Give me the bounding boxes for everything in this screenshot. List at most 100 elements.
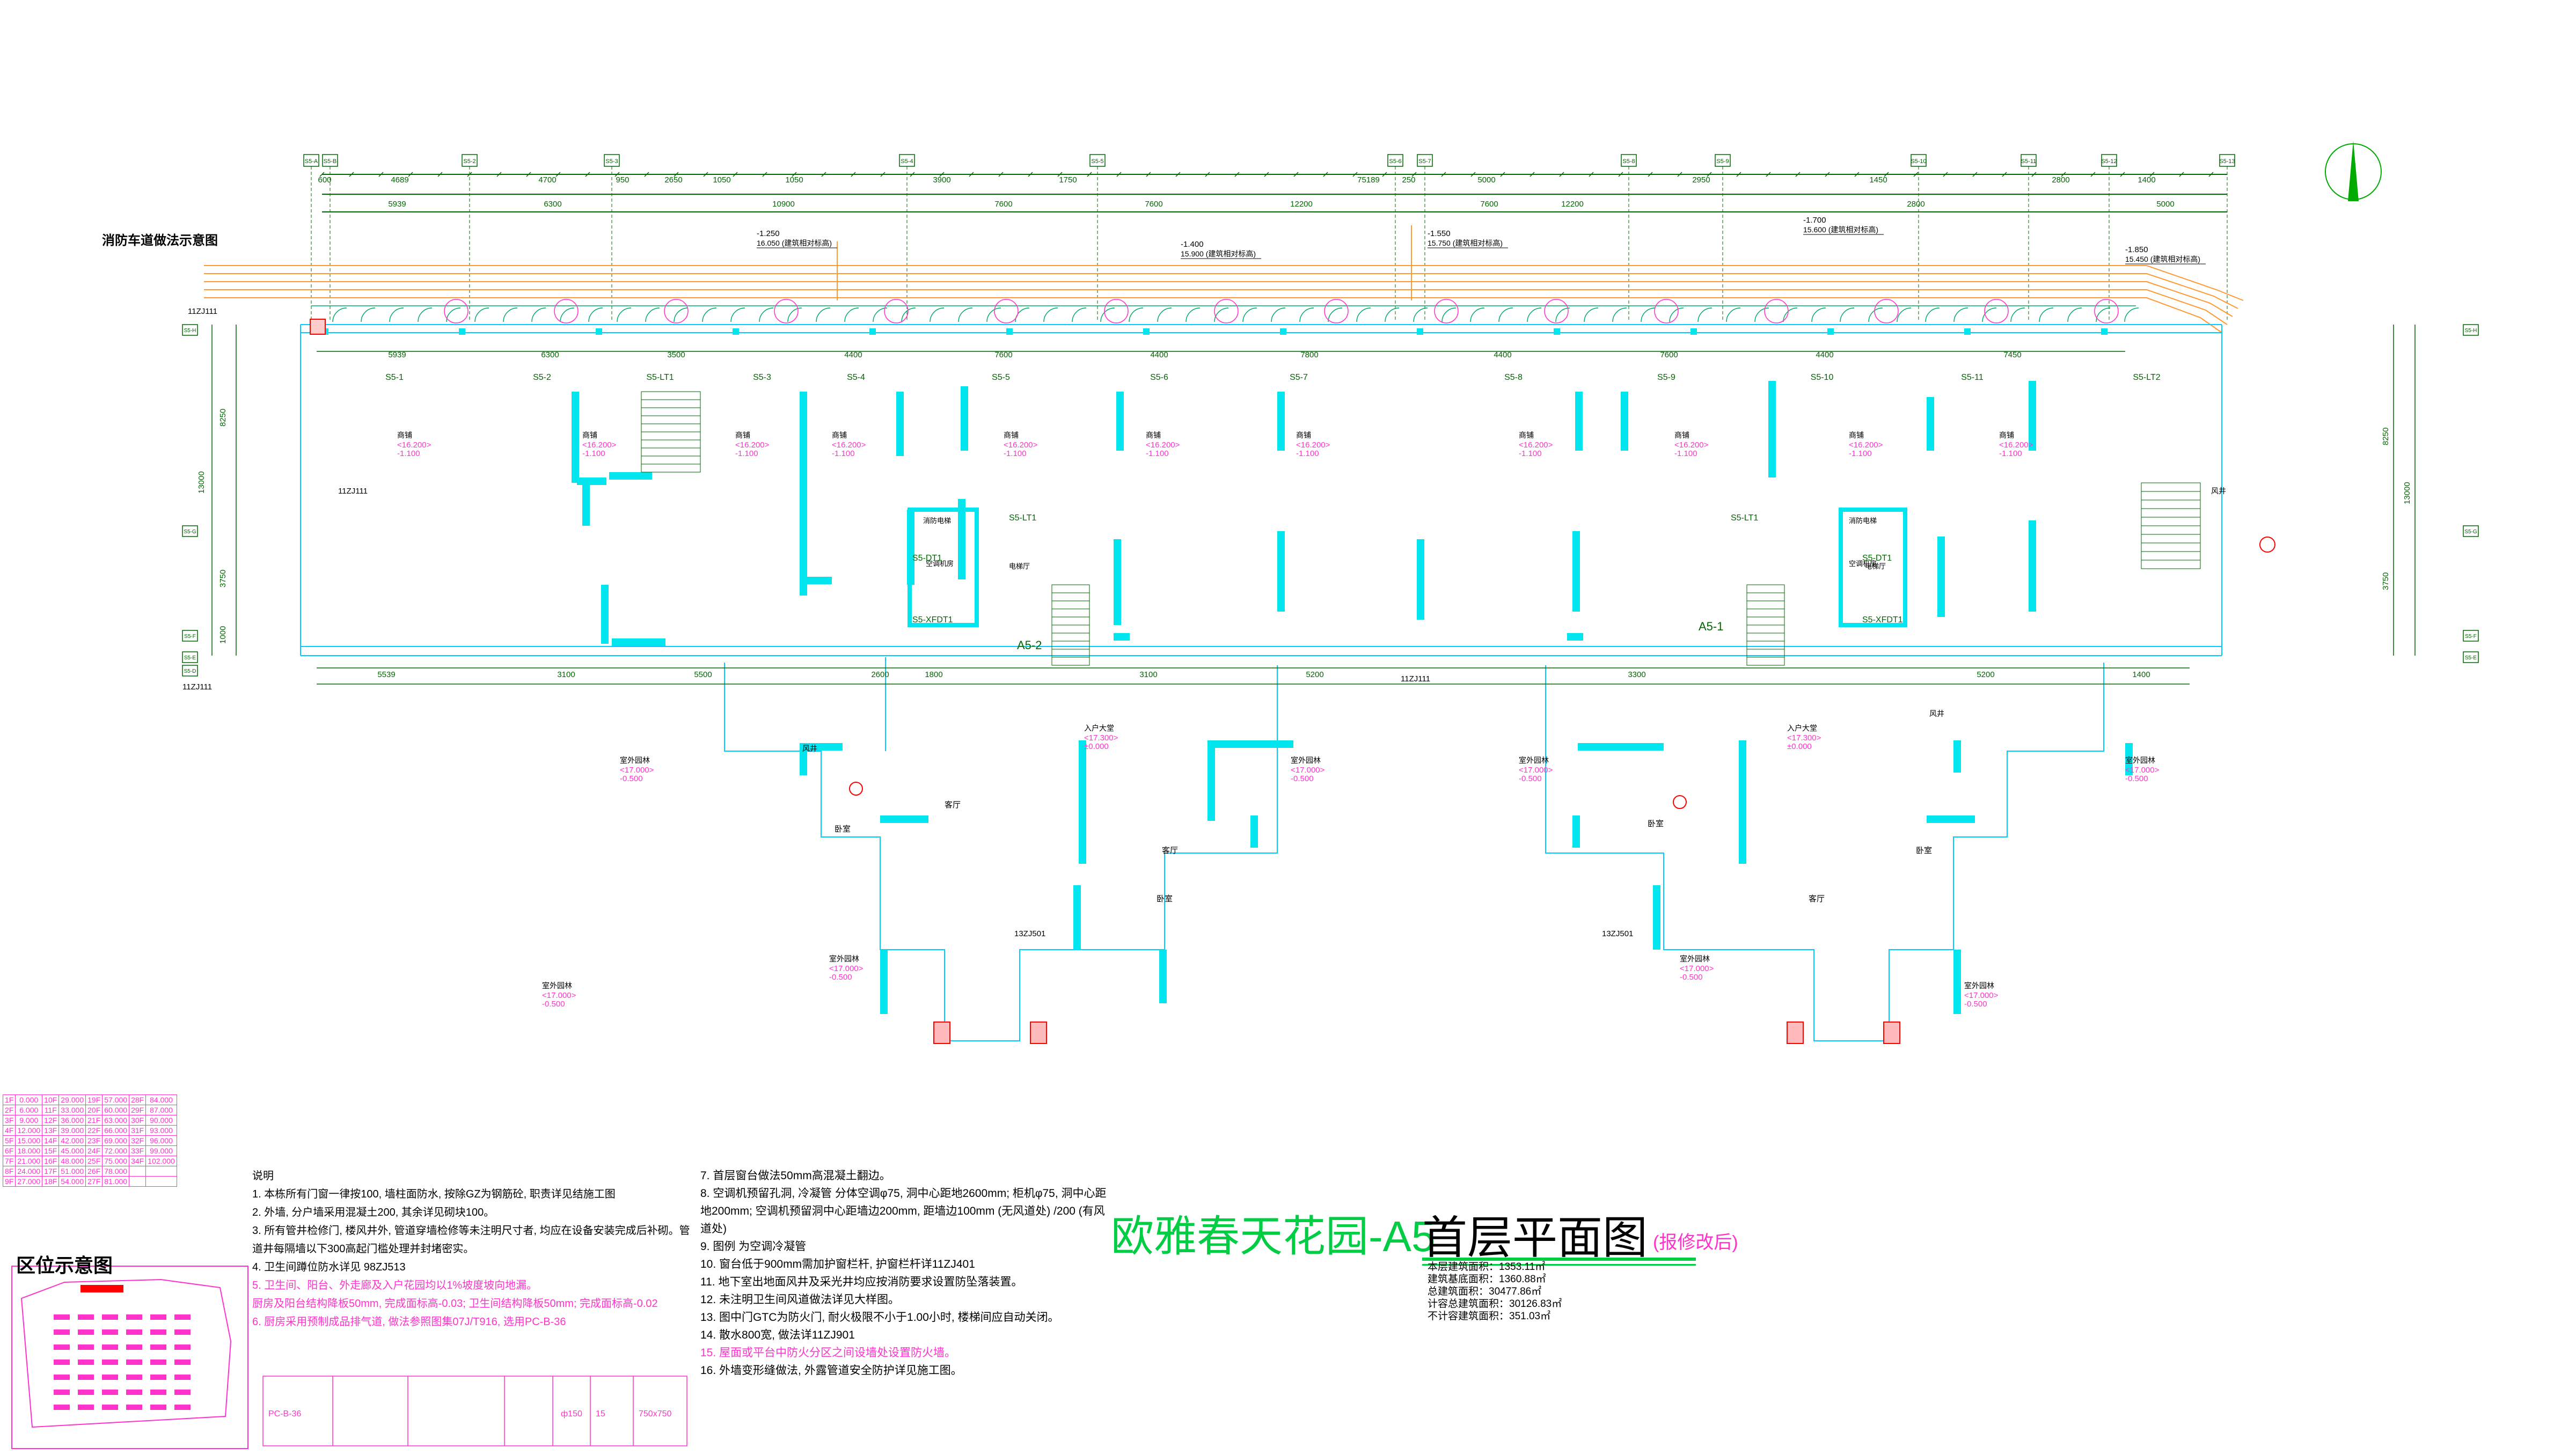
door-swing-arc bbox=[2039, 307, 2054, 322]
lamp-circle bbox=[884, 299, 909, 324]
dimension-tick bbox=[1352, 172, 1358, 177]
column bbox=[1690, 328, 1697, 335]
note-line: 1. 本栋所有门窗一律按100, 墙柱面防水, 按除GZ为钢筋砼, 职责详见结施… bbox=[252, 1188, 616, 1200]
unit-label: S5-7 bbox=[1290, 373, 1308, 382]
door-swing-arc bbox=[531, 307, 546, 322]
region-building-block bbox=[102, 1329, 118, 1335]
fire-elevator-label: 消防电梯 bbox=[923, 517, 951, 525]
region-building-block bbox=[78, 1375, 94, 1380]
column bbox=[1006, 328, 1013, 335]
unit-label: S5-9 bbox=[1657, 373, 1675, 382]
area-stat: 不计容建筑面积：351.03㎡ bbox=[1428, 1311, 1551, 1322]
region-building-block bbox=[54, 1329, 70, 1335]
note-line: 4. 卫生间蹲位防水详见 98ZJ513 bbox=[252, 1261, 406, 1273]
axis-label: S5-2 bbox=[463, 158, 475, 165]
door-swing-arc bbox=[1043, 307, 1058, 322]
table-cell: 17F bbox=[42, 1166, 60, 1177]
axis-bubbles-right: S5-HS5-GS5-FS5-E bbox=[2463, 324, 2479, 663]
table-cell: 16F bbox=[42, 1156, 60, 1166]
dimension-value: 2600 bbox=[871, 670, 889, 679]
general-notes-right: 7. 首层窗台做法50mm高混凝土翻边。8. 空调机预留孔洞, 冷凝管 分体空调… bbox=[700, 1167, 1108, 1379]
dimension-tick bbox=[792, 172, 797, 177]
dimension-tick bbox=[2031, 172, 2037, 177]
axis-label: S5-10 bbox=[1911, 158, 1926, 165]
dimension-tick bbox=[1116, 172, 1122, 177]
dimension-tick bbox=[2149, 172, 2155, 177]
fire-elevator-label: 消防电梯 bbox=[1849, 517, 1877, 525]
door-swing-arc bbox=[730, 307, 745, 322]
door-swing-arc bbox=[503, 307, 518, 322]
table-cell: 23F bbox=[85, 1135, 103, 1146]
region-building-block bbox=[54, 1360, 70, 1365]
shop-label: 商铺 bbox=[1519, 431, 1534, 439]
dimension-value: 7600 bbox=[1480, 200, 1498, 209]
door-swing-arc bbox=[1271, 307, 1286, 322]
axis-bubbles-left: S5-HS5-GS5-FS5-ES5-D bbox=[182, 324, 198, 677]
dimension-value: 2950 bbox=[1692, 175, 1710, 185]
dimension-value: 1400 bbox=[2132, 670, 2150, 679]
fire-elevator-code: S5-XFDT1 bbox=[912, 615, 953, 624]
pc-size: 750x750 bbox=[639, 1409, 671, 1419]
note-line: 11. 地下室出地面风井及采光井均应按消防要求设置防坠落装置。 bbox=[700, 1276, 1023, 1288]
door-swing-arc bbox=[2010, 307, 2025, 322]
wall-segment bbox=[1114, 539, 1121, 625]
top-dimension-ticks bbox=[319, 172, 2214, 177]
lamp-circle bbox=[1874, 299, 1899, 324]
dimension-tick bbox=[585, 172, 590, 177]
unit-label: S5-1 bbox=[385, 373, 404, 382]
dimension-tick bbox=[555, 172, 561, 177]
door-swing-arc bbox=[560, 307, 575, 322]
door-swing-arc bbox=[1811, 307, 1826, 322]
region-building-block bbox=[126, 1360, 142, 1365]
stair-label: S5-LT1 bbox=[1731, 513, 1758, 523]
outdoor-elevation-bottom: -0.500 bbox=[1291, 774, 1314, 783]
standard-ref: 11ZJ111 bbox=[1401, 674, 1430, 684]
wall-segment bbox=[958, 499, 965, 579]
region-building-block bbox=[78, 1314, 94, 1320]
dimension-tick bbox=[644, 172, 649, 177]
dimension-tick bbox=[1264, 172, 1269, 177]
shop-label: 商铺 bbox=[397, 431, 412, 439]
dimension-tick bbox=[2002, 172, 2007, 177]
shop-elevation-top: <16.200> bbox=[735, 440, 770, 450]
axis-bubble bbox=[182, 651, 198, 663]
unit-label: S5-5 bbox=[992, 373, 1010, 382]
dimension-value: 5200 bbox=[1306, 670, 1323, 679]
door-swing-arc bbox=[787, 307, 802, 322]
region-building-block bbox=[54, 1375, 70, 1380]
dimension-tick bbox=[2090, 172, 2096, 177]
axis-label: S5-G bbox=[2464, 529, 2477, 535]
road-elevation-relative: 16.050 (建筑相对标高) bbox=[757, 239, 832, 247]
dimension-value: 1400 bbox=[2138, 175, 2155, 185]
table-cell: 20F bbox=[85, 1105, 103, 1115]
door-swing-arc bbox=[1669, 307, 1684, 322]
door-swing-arc bbox=[2124, 307, 2139, 322]
table-cell: 10F bbox=[42, 1094, 60, 1105]
door-swing-arc bbox=[389, 307, 404, 322]
north-arrow-icon bbox=[2325, 141, 2382, 201]
region-building-block bbox=[102, 1375, 118, 1380]
axis-bubble bbox=[2463, 324, 2479, 336]
wall-segment bbox=[1417, 539, 1424, 620]
region-building-block bbox=[174, 1344, 191, 1350]
door-swing-arc bbox=[1953, 307, 1968, 322]
door-swing-arc bbox=[901, 307, 916, 322]
shop-label: 商铺 bbox=[735, 431, 750, 439]
door-swing-arc bbox=[1783, 307, 1798, 322]
dimension-value: 5939 bbox=[388, 200, 406, 209]
table-cell: 30F bbox=[129, 1115, 147, 1126]
region-building-block bbox=[174, 1314, 191, 1320]
region-building-block bbox=[102, 1390, 118, 1395]
shop-elevation-top: <16.200> bbox=[1674, 440, 1709, 450]
axis-label: S5-G bbox=[184, 529, 196, 535]
table-cell: 34F bbox=[129, 1156, 147, 1166]
fire-lane-road bbox=[204, 225, 2244, 333]
road-elevation-relative: 15.900 (建筑相对标高) bbox=[1181, 249, 1256, 258]
dimension-value: 12200 bbox=[1290, 200, 1313, 209]
outdoor-room-label: 室外园林 bbox=[1519, 756, 1549, 765]
note-line: 说明 bbox=[252, 1170, 274, 1182]
region-building-block bbox=[126, 1375, 142, 1380]
table-cell: 36.000 bbox=[58, 1115, 86, 1126]
